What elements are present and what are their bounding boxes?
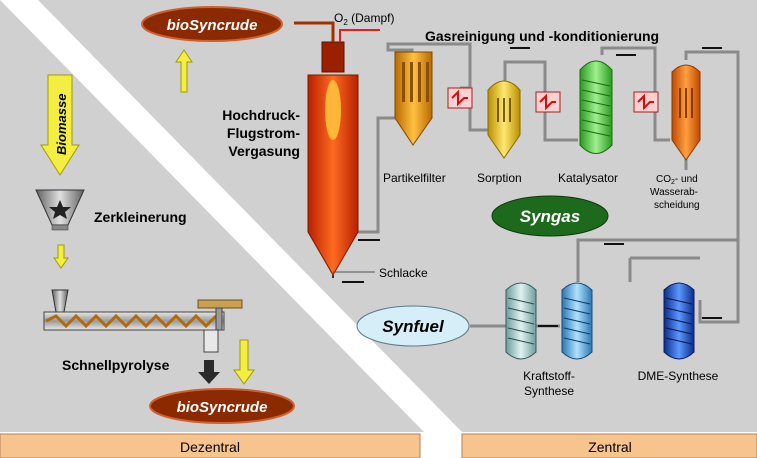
dark-down-arrow <box>198 360 220 384</box>
gasifier-label-3: Vergasung <box>228 143 300 159</box>
dme-synthesis-label: DME-Synthese <box>638 369 719 383</box>
fuel-synthesis-column-2 <box>561 282 593 360</box>
syngas-oval <box>491 195 609 237</box>
central-bar <box>461 433 757 458</box>
co2-water-separation-vessel <box>671 64 701 161</box>
catalyst-vessel <box>579 60 613 154</box>
gasifier-vessel <box>307 41 359 278</box>
biomass-label: Biomasse <box>54 94 69 155</box>
o2-feed-line <box>294 21 380 42</box>
sorption-vessel <box>487 80 521 159</box>
particle-filter-label: Partikelfilter <box>383 171 446 185</box>
decentral-bar <box>0 433 421 458</box>
heat-exchanger-1 <box>447 87 473 109</box>
biosyncrude-bottom-label: bioSyncrude <box>177 399 268 416</box>
gasifier-label-2: Flugstrom- <box>227 125 300 141</box>
crusher-hopper <box>35 189 85 231</box>
fast-pyrolysis-label: Schnellpyrolyse <box>62 357 170 373</box>
central-label: Zentral <box>588 439 632 455</box>
dme-synthesis-column <box>663 282 695 360</box>
gasifier-label-1: Hochdruck- <box>222 107 300 123</box>
biomass-arrow <box>40 74 80 176</box>
synfuel-label: Synfuel <box>382 317 445 336</box>
co2-label-2: Wasserab- <box>650 187 698 198</box>
pyrolysis-reactor <box>43 289 243 353</box>
fuel-synthesis-column-1 <box>505 282 537 360</box>
slag-label: Schlacke <box>379 266 428 280</box>
biosyncrude-bottom-oval <box>149 388 295 424</box>
syngas-label: Syngas <box>520 207 580 226</box>
co2-label-1: CO2- und <box>656 174 698 186</box>
particle-filter-vessel <box>394 51 433 146</box>
co2-label-3: scheidung <box>654 200 700 211</box>
biosyncrude-top-oval <box>141 6 283 42</box>
yellow-down-arrow <box>233 339 255 385</box>
heat-exchanger-2 <box>535 91 561 113</box>
decentral-label: Dezentral <box>180 439 240 455</box>
biosyncrude-top-label: bioSyncrude <box>167 17 258 34</box>
heat-exchanger-3 <box>633 91 659 113</box>
gas-cleaning-title: Gasreinigung und -konditionierung <box>425 28 659 44</box>
small-yellow-arrow <box>53 244 69 269</box>
fuel-synthesis-label-2: Synthese <box>524 384 574 398</box>
diagonal-divider <box>0 0 462 432</box>
crushing-label: Zerkleinerung <box>94 209 187 225</box>
sorption-label: Sorption <box>477 171 522 185</box>
yellow-up-arrow <box>175 49 193 93</box>
pipe-markers <box>342 47 722 327</box>
catalyst-label: Katalysator <box>558 171 618 185</box>
synfuel-oval <box>356 305 470 347</box>
o2-label: O2 (Dampf) <box>334 11 394 27</box>
fuel-synthesis-label-1: Kraftstoff- <box>523 369 575 383</box>
